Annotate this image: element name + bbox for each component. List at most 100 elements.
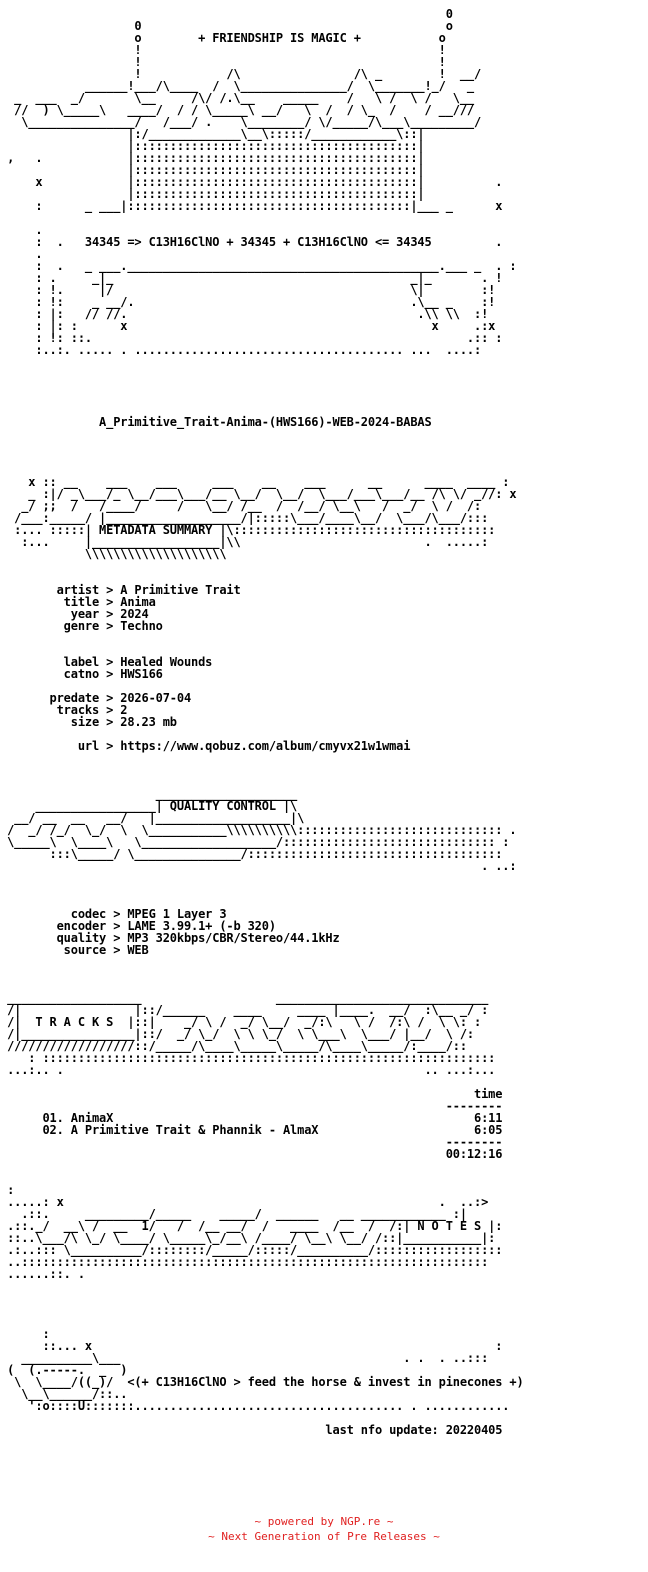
nfo-line [0, 380, 648, 392]
nfo-line: ! /\ /\ _ ! __/ [0, 67, 482, 81]
nfo-line: 01. AnimaX 6:11 [0, 1111, 503, 1125]
nfo-line: ______!___/\____ / \_______________/ \__… [0, 79, 474, 93]
nfo-line [0, 452, 648, 464]
nfo-line: label > Healed Wounds [0, 655, 213, 669]
footer-powered-by[interactable]: ~ powered by NGP.re ~ [254, 1515, 394, 1528]
footer: ~ powered by NGP.re ~ ~ Next Generation … [0, 1514, 648, 1544]
nfo-line: year > 2024 [0, 607, 149, 621]
nfo-line [0, 872, 648, 884]
nfo-line [0, 428, 648, 440]
nfo-line [0, 752, 648, 764]
nfo-line: : . _ ___.______________________________… [0, 259, 517, 273]
nfo-line: 0 o [0, 19, 453, 33]
nfo-line: . ..: [0, 859, 517, 873]
nfo-line [0, 1316, 648, 1328]
nfo-line: source > WEB [0, 943, 149, 957]
nfo-line: A_Primitive_Trait-Anima-(HWS166)-WEB-202… [0, 415, 432, 429]
nfo-line: 02. A Primitive Trait & Phannik - AlmaX … [0, 1123, 503, 1137]
nfo-line: /___:_____/ |___________________/|:::::\… [0, 511, 489, 525]
nfo-line: genre > Techno [0, 619, 163, 633]
nfo-line: title > Anima [0, 595, 156, 609]
nfo-line: x |:::::::::::::::::::::::::::::::::::::… [0, 175, 503, 189]
nfo-line [0, 1280, 648, 1292]
nfo-line [0, 440, 648, 452]
nfo-line [0, 968, 648, 980]
nfo-line: , . |:::::::::::::::::::::::::::::::::::… [0, 151, 425, 165]
nfo-line: : !. |/ \| :! [0, 283, 496, 297]
nfo-line: |:::::::::::::::::::::::::::::::::::::::… [0, 187, 425, 201]
nfo-line: /|________________|::/ _/ \_/ \ \ \_/ \ … [0, 1027, 474, 1041]
nfo-line: // ) \_____\ ____/ / / \_____\ __/ \ / /… [0, 103, 474, 117]
nfo-line: |:/_____________\__\:::::/____________\:… [0, 127, 425, 141]
nfo-line: .::. _________/_____ _____/ ______ __ __… [0, 1207, 467, 1221]
nfo-line: :..:. ..... . ..........................… [0, 343, 482, 357]
nfo-line: \__\______/::.. [0, 1387, 128, 1401]
nfo-line: -------- [0, 1135, 503, 1149]
nfo-line: : _ ___|::::::::::::::::::::::::::::::::… [0, 199, 503, 213]
nfo-line: :... :::::| METADATA SUMMARY |\:::::::::… [0, 523, 496, 537]
nfo-line [0, 1292, 648, 1304]
nfo-line: ::..\___/\ \_/ \____/ \_____\_/__\ /____… [0, 1231, 496, 1245]
nfo-line: . [0, 247, 43, 261]
nfo-line: : [0, 1183, 15, 1197]
nfo-line: : |: // //. .\\ \\ :! [0, 307, 489, 321]
nfo-line: _ ___ _/ \__ /\/ /.\__ _____ / \ / \ / \… [0, 91, 474, 105]
nfo-line [0, 368, 648, 380]
nfo-line: __________\___ . . . ..::: [0, 1351, 489, 1365]
nfo-line: ! ! [0, 55, 446, 69]
nfo-line: url > https://www.qobuz.com/album/cmyvx2… [0, 739, 411, 753]
nfo-line: .....: x . ..:> [0, 1195, 489, 1209]
nfo-line [0, 356, 648, 368]
nfo-line: /| T R A C K S |::| _/ \ / _/ \__/ _/:\ … [0, 1015, 482, 1029]
nfo-line: : !: _ __/. .\__ _ :! [0, 295, 496, 309]
nfo-line: -------- [0, 1099, 503, 1113]
nfo-line [0, 1172, 648, 1184]
nfo-line [0, 1160, 648, 1172]
nfo-line [0, 884, 648, 896]
nfo-line: : !: ::. .:: : [0, 331, 503, 345]
nfo-art-block: 0 0 o o + FRIENDSHIP IS MAGIC + o ! ! [0, 8, 648, 1436]
nfo-line: \ \____/((_)/ <(+ C13H16ClNO > feed the … [0, 1375, 524, 1389]
nfo-line [0, 1304, 648, 1316]
nfo-line [0, 764, 648, 776]
nfo-line: /| |::/______ ____ ____ |____. __/ :\__ … [0, 1003, 489, 1017]
nfo-line: \\\\\\\\\\\\\\\\\\\\ [0, 547, 227, 561]
nfo-line [0, 956, 648, 968]
nfo-line: ::... x : [0, 1339, 503, 1353]
nfo-line: o + FRIENDSHIP IS MAGIC + o [0, 31, 446, 45]
nfo-line: quality > MP3 320kbps/CBR/Stereo/44.1kHz [0, 931, 340, 945]
nfo-line: |:::::::::::::::::::::::::::::::::::::::… [0, 163, 425, 177]
nfo-line: encoder > LAME 3.99.1+ (-b 320) [0, 919, 276, 933]
nfo-line: ...:.. . .. ...:... [0, 1063, 496, 1077]
nfo-line: last nfo update: 20220405 [0, 1423, 503, 1437]
nfo-line: \_____\ \____\ \___________________/::::… [0, 835, 510, 849]
nfo-line: x :: __ ___ ___ ___ __ ___ __ ____ ____ … [0, 475, 510, 489]
nfo-line: artist > A Primitive Trait [0, 583, 241, 597]
nfo-line: _________________| QUALITY CONTROL |\ [0, 799, 298, 813]
footer-tagline[interactable]: ~ Next Generation of Pre Releases ~ [208, 1530, 440, 1543]
nfo-line: |:::::::::::::::::::::::::::::::::::::::… [0, 139, 425, 153]
nfo-line: : [0, 1327, 50, 1341]
nfo-line: / _/ /_/ \_/ \ \___________\\\\\\\\\\:::… [0, 823, 517, 837]
nfo-line: ____________________ [0, 787, 298, 801]
nfo-line: __/ __ __ __/ |___________________|\ [0, 811, 305, 825]
nfo-line: : ::::::::::::::::::::::::::::::::::::::… [0, 1051, 496, 1065]
nfo-line: _ :|/ _\___/_ \__/___\___/__ \__/ \__/ \… [0, 487, 517, 501]
nfo-line: : . 34345 => C13H16ClNO + 34345 + C13H16… [0, 235, 503, 249]
nfo-line: predate > 2026-07-04 [0, 691, 192, 705]
nfo-line: . [0, 223, 43, 237]
nfo-line: ':o::::U:::::::.........................… [0, 1399, 510, 1413]
nfo-line: _/ ;; / /____/ / \__/ /__ / /__/ \__\ / … [0, 499, 482, 513]
nfo-line: : |: : x x .:x [0, 319, 496, 333]
nfo-line: //////////////////::/_____/\____\_____\_… [0, 1039, 467, 1053]
nfo-line [0, 212, 648, 224]
nfo-line: : . _|_ _|_ . ! [0, 271, 503, 285]
nfo-line [0, 560, 648, 572]
nfo-line: tracks > 2 [0, 703, 128, 717]
nfo-line: ( (.-----. _ ) [0, 1363, 128, 1377]
nfo-line: ! ! [0, 43, 446, 57]
nfo-line: 00:12:16 [0, 1147, 503, 1161]
nfo-line: .:..::: \__________/::::::::/_____/:::::… [0, 1243, 503, 1257]
nfo-line: size > 28.23 mb [0, 715, 177, 729]
nfo-line: .::._/ __\ / __ 1/ / /__ __/ / ____ /__ … [0, 1219, 503, 1233]
